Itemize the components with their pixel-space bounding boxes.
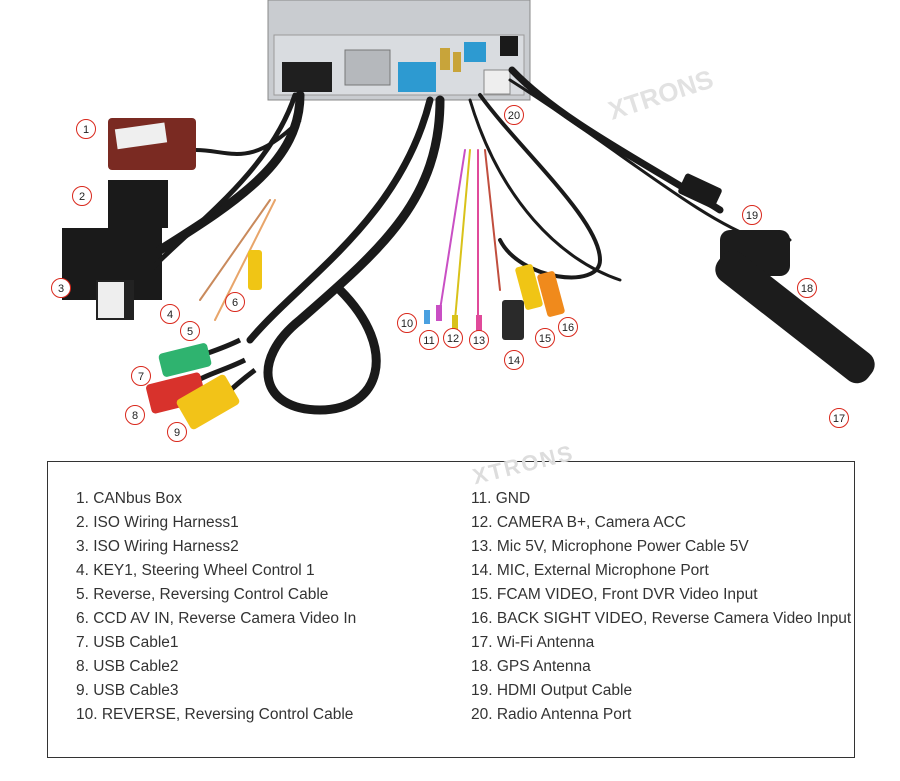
- iso-harness-connectors: [62, 180, 168, 320]
- legend-box: 1. CANbus Box 2. ISO Wiring Harness1 3. …: [47, 461, 855, 758]
- canbus-box: [108, 118, 302, 170]
- legend-left-column: 1. CANbus Box 2. ISO Wiring Harness1 3. …: [76, 487, 356, 727]
- callout-11: 11: [419, 330, 439, 350]
- callout-14: 14: [504, 350, 524, 370]
- legend-item: 5. Reverse, Reversing Control Cable: [76, 586, 329, 603]
- callout-7: 7: [131, 366, 151, 386]
- black-harness-cables: [147, 66, 792, 415]
- callout-10: 10: [397, 313, 417, 333]
- callout-8: 8: [125, 405, 145, 425]
- legend-item: 17. Wi-Fi Antenna: [471, 634, 595, 651]
- legend-item: 20. Radio Antenna Port: [471, 706, 632, 723]
- callout-17: 17: [829, 408, 849, 428]
- legend-item: 8. USB Cable2: [76, 658, 179, 675]
- watermark-photo: XTRONS: [605, 64, 717, 126]
- wifi-antenna-stick: [715, 250, 875, 384]
- callout-13: 13: [469, 330, 489, 350]
- legend-item: 3. ISO Wiring Harness2: [76, 538, 239, 555]
- legend-right-column: 11. GND 12. CAMERA B+, Camera ACC 13. Mi…: [471, 487, 851, 727]
- wire-tips: [424, 305, 482, 331]
- legend-item: 10. REVERSE, Reversing Control Cable: [76, 706, 354, 723]
- wiring-diagram-photo: XTRONS: [62, 0, 875, 430]
- callout-15: 15: [535, 328, 555, 348]
- callout-6: 6: [225, 292, 245, 312]
- legend-item: 6. CCD AV IN, Reverse Camera Video In: [76, 610, 357, 627]
- usb-cables: [146, 337, 257, 430]
- legend-item: 14. MIC, External Microphone Port: [471, 562, 709, 579]
- callout-18: 18: [797, 278, 817, 298]
- callout-4: 4: [160, 304, 180, 324]
- callout-5: 5: [180, 321, 200, 341]
- legend-item: 16. BACK SIGHT VIDEO, Reverse Camera Vid…: [471, 610, 852, 627]
- callout-19: 19: [742, 205, 762, 225]
- callout-12: 12: [443, 328, 463, 348]
- legend-item: 11. GND: [471, 490, 531, 507]
- callout-3: 3: [51, 278, 71, 298]
- hdmi-connector: [678, 173, 722, 209]
- legend-item: 7. USB Cable1: [76, 634, 179, 651]
- legend-item: 9. USB Cable3: [76, 682, 179, 699]
- head-unit-chassis: [267, 0, 531, 101]
- callout-1: 1: [76, 119, 96, 139]
- callout-16: 16: [558, 317, 578, 337]
- legend-item: 13. Mic 5V, Microphone Power Cable 5V: [471, 538, 749, 555]
- mic-port: [502, 300, 524, 340]
- rca-reverse-camera-in: [248, 250, 262, 290]
- callout-20: 20: [504, 105, 524, 125]
- legend-item: 18. GPS Antenna: [471, 658, 591, 675]
- rca-front-back-video: [515, 264, 565, 317]
- legend-item: 15. FCAM VIDEO, Front DVR Video Input: [471, 586, 758, 603]
- callout-2: 2: [72, 186, 92, 206]
- legend-item: 4. KEY1, Steering Wheel Control 1: [76, 562, 315, 579]
- legend-item: 12. CAMERA B+, Camera ACC: [471, 514, 686, 531]
- legend-item: 1. CANbus Box: [76, 490, 182, 507]
- legend-item: 19. HDMI Output Cable: [471, 682, 633, 699]
- legend-item: 2. ISO Wiring Harness1: [76, 514, 239, 531]
- callout-9: 9: [167, 422, 187, 442]
